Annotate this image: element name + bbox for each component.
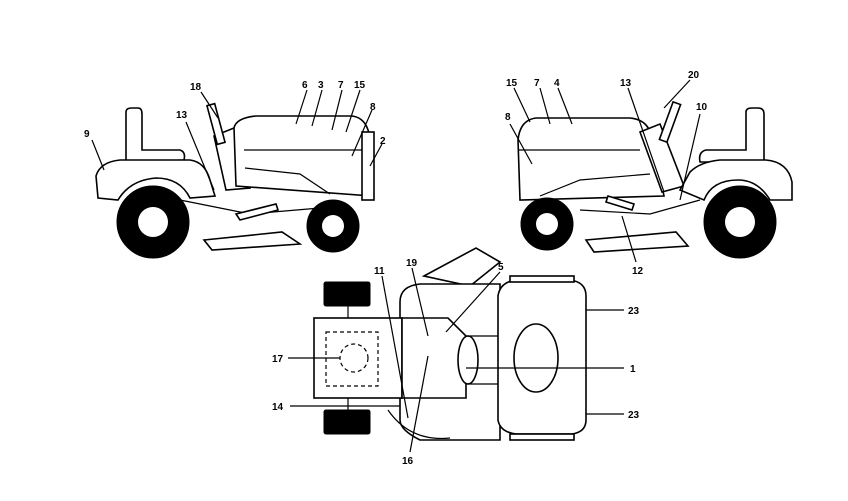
top-view xyxy=(313,247,587,441)
label-right-12: 12 xyxy=(632,266,644,277)
leader-lines xyxy=(91,79,701,453)
label-left-9: 9 xyxy=(84,129,90,140)
label-top-23-lower: 23 xyxy=(628,410,640,421)
label-right-13: 13 xyxy=(620,78,632,89)
label-left-2: 2 xyxy=(380,136,386,147)
fender xyxy=(678,159,793,202)
center-body xyxy=(401,317,467,399)
label-top-5: 5 xyxy=(498,262,504,273)
right-side-view xyxy=(517,100,793,259)
callout-labels: 18 6 3 7 15 8 2 9 13 15 7 4 13 20 8 10 1… xyxy=(84,70,708,467)
label-top-17: 17 xyxy=(272,354,284,365)
rear-tire-bottom xyxy=(323,409,371,435)
hood xyxy=(233,115,373,197)
label-left-3: 3 xyxy=(318,80,324,91)
foot-pedal xyxy=(234,203,280,221)
label-right-15: 15 xyxy=(506,78,518,89)
mower-deck xyxy=(202,231,303,251)
label-top-1: 1 xyxy=(630,364,636,375)
seat xyxy=(698,107,765,163)
label-left-15: 15 xyxy=(354,80,366,91)
mower-deck xyxy=(584,231,690,253)
label-left-18: 18 xyxy=(190,82,202,93)
steering-wheel xyxy=(658,100,682,144)
steering-wheel xyxy=(205,102,227,146)
label-top-23-upper: 23 xyxy=(628,306,640,317)
left-side-view xyxy=(95,102,375,259)
label-top-19: 19 xyxy=(406,258,418,269)
label-top-11: 11 xyxy=(374,266,385,277)
label-left-13: 13 xyxy=(176,110,188,121)
label-left-8: 8 xyxy=(370,102,376,113)
label-right-7: 7 xyxy=(534,78,540,89)
label-left-6: 6 xyxy=(302,80,308,91)
rear-tire-top xyxy=(323,281,371,307)
label-right-8: 8 xyxy=(505,112,511,123)
label-right-10: 10 xyxy=(696,102,708,113)
discharge-chute xyxy=(421,247,502,287)
label-top-14: 14 xyxy=(272,402,284,413)
seat xyxy=(125,107,186,163)
fender xyxy=(95,159,217,201)
label-right-4: 4 xyxy=(554,78,560,89)
label-left-7: 7 xyxy=(338,80,344,91)
label-top-16: 16 xyxy=(402,456,414,467)
label-right-20: 20 xyxy=(688,70,700,81)
